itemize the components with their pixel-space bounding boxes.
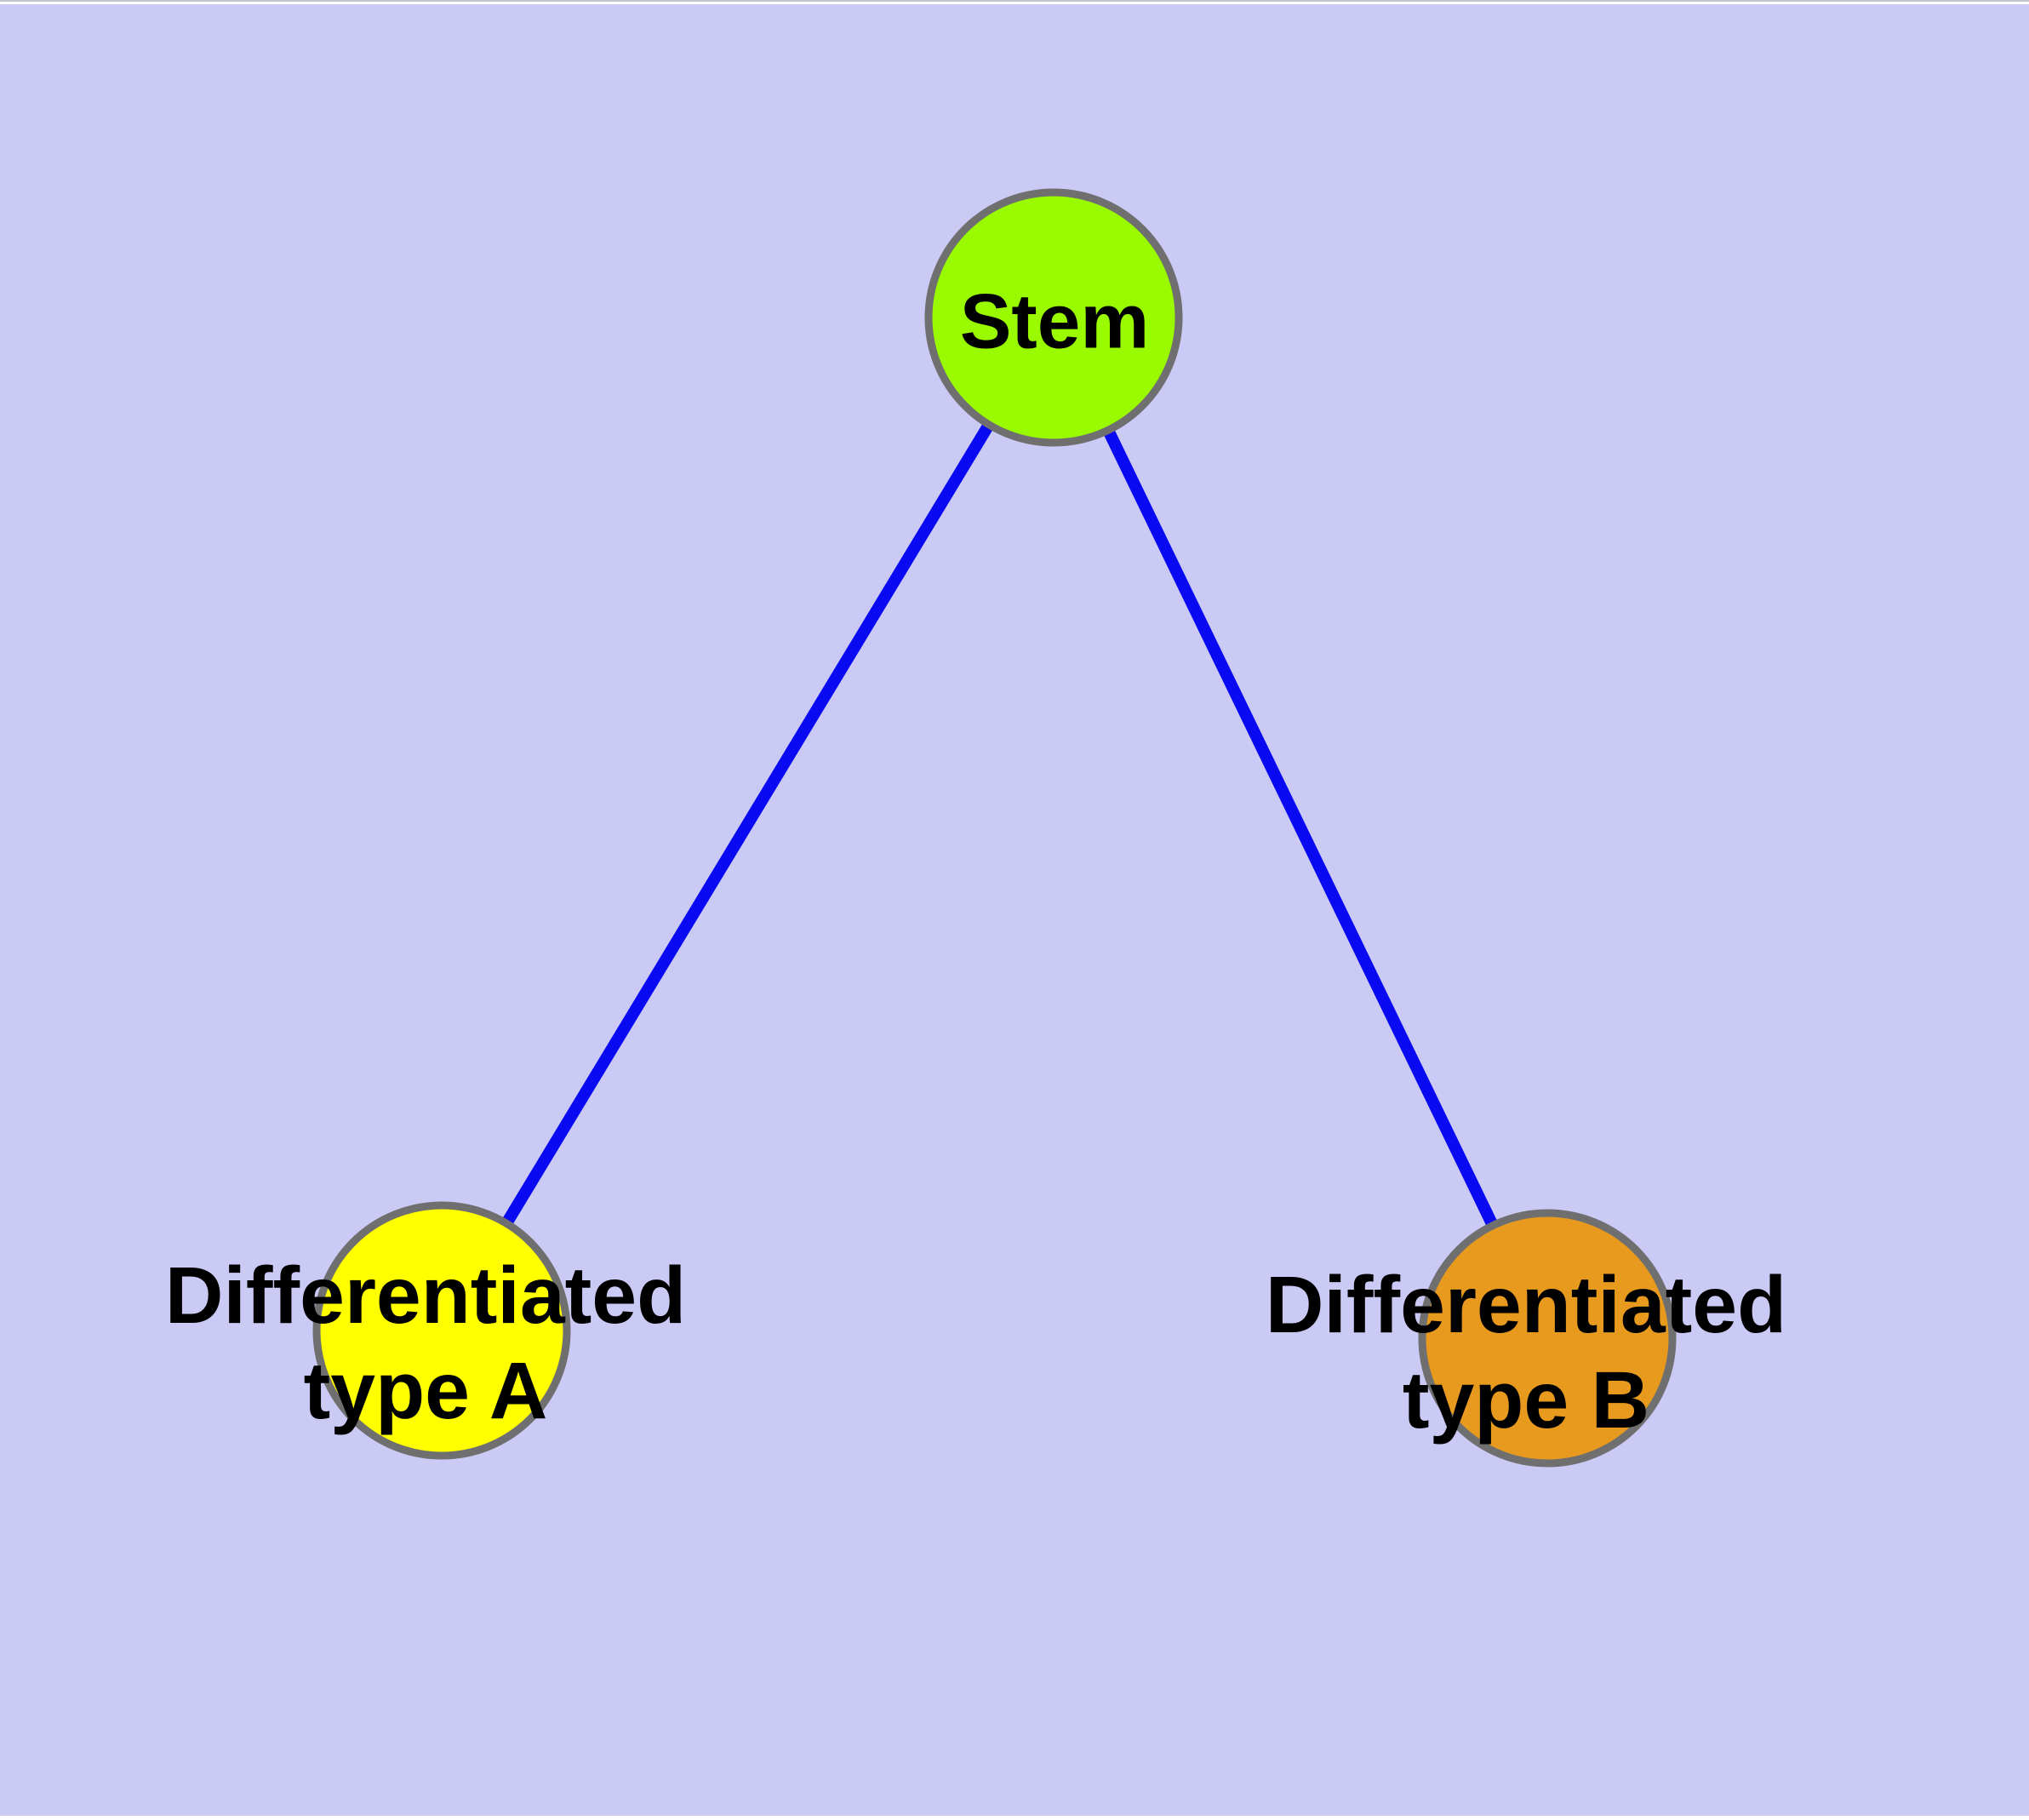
label-line-1: Differentiated: [1265, 1260, 1787, 1350]
node-stem[interactable]: [924, 188, 1183, 447]
node-label-differentiated-type-b: Differentiated type B: [1266, 1257, 1786, 1448]
edge-stem-to-type-b: [1048, 314, 1553, 1342]
node-differentiated-type-b[interactable]: [1418, 1209, 1677, 1468]
node-label-stem: Stem: [959, 278, 1150, 365]
edge-stem-to-type-a: [437, 314, 1059, 1334]
label-line-1: Differentiated: [164, 1251, 687, 1341]
node-label-differentiated-type-a: Differentiated type A: [165, 1248, 686, 1439]
label-line-2: type A: [303, 1346, 548, 1436]
node-differentiated-type-a[interactable]: [312, 1201, 571, 1460]
top-border-line: [0, 0, 2029, 2]
label-line-2: type B: [1402, 1355, 1650, 1445]
